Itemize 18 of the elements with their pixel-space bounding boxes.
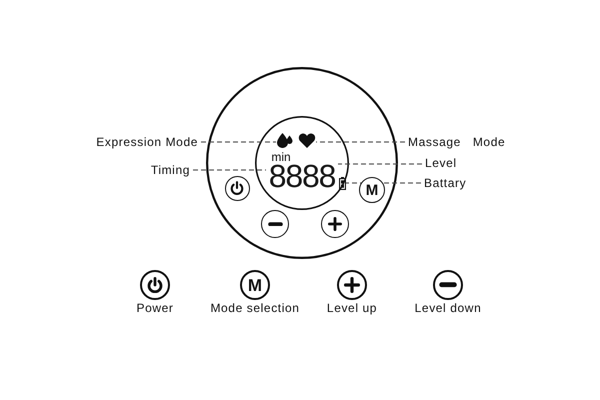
mode-button: M (240, 270, 270, 300)
legend-label: Power (136, 300, 174, 316)
callout-label: Level (422, 155, 460, 171)
battery-icon (339, 177, 346, 190)
heart-icon (298, 133, 316, 148)
callout-label: Battary (421, 175, 470, 191)
callout-label: Expression Mode (93, 134, 201, 150)
display-screen (255, 116, 349, 210)
control-panel (206, 67, 398, 259)
legend-label: Mode selection (210, 300, 300, 316)
water-drop-icon (276, 133, 293, 148)
unit-label: min (271, 151, 291, 163)
callout-label: Timing (148, 162, 193, 178)
mode-button: M (359, 177, 385, 203)
legend-label: Level down (414, 300, 482, 316)
segment-digits: 8888 (266, 161, 338, 192)
callout-label: Massage Mode (405, 134, 508, 150)
legend-label: Level up (326, 300, 378, 316)
